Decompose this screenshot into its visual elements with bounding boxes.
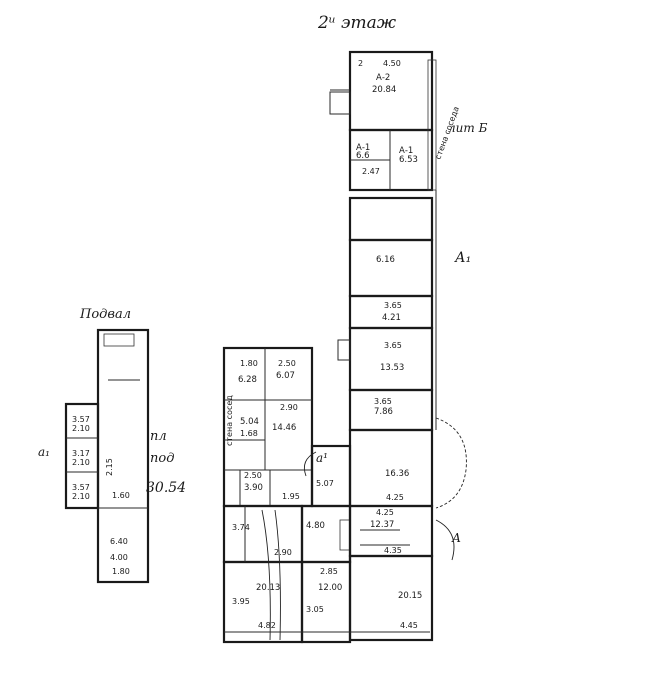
svg-text:6.28: 6.28 (238, 375, 257, 385)
svg-text:2.90: 2.90 (274, 548, 292, 557)
left-block (222, 346, 430, 644)
svg-text:3.17: 3.17 (72, 449, 90, 458)
svg-text:14.46: 14.46 (272, 423, 296, 433)
svg-text:6.16: 6.16 (376, 255, 395, 265)
svg-text:3.05: 3.05 (306, 605, 324, 614)
svg-text:4.82: 4.82 (258, 621, 276, 630)
label-a-lower: А (451, 531, 461, 545)
svg-text:2.15: 2.15 (105, 458, 114, 476)
svg-text:20.13: 20.13 (256, 583, 280, 593)
floor-title: 2ᵘ этаж (317, 13, 397, 33)
svg-text:2.85: 2.85 (320, 567, 338, 576)
annotation-line-3: 30.54 (146, 480, 186, 496)
svg-text:2.10: 2.10 (72, 424, 90, 433)
svg-text:А-1: А-1 (399, 146, 413, 156)
wall-note-left: стена сосед (225, 395, 234, 446)
basement-label: Подвал (79, 307, 131, 322)
svg-text:4.45: 4.45 (400, 621, 418, 630)
svg-text:12.00: 12.00 (318, 583, 342, 593)
svg-text:4.00: 4.00 (110, 553, 128, 562)
label-a1-mid: а¹ (316, 451, 328, 465)
svg-text:5.04: 5.04 (240, 417, 259, 427)
svg-text:1.80: 1.80 (112, 567, 130, 576)
svg-text:4.25: 4.25 (376, 508, 394, 517)
svg-text:6.40: 6.40 (110, 537, 128, 546)
svg-text:12.37: 12.37 (370, 520, 394, 530)
svg-text:3.90: 3.90 (244, 483, 263, 493)
svg-text:3.95: 3.95 (232, 597, 250, 606)
svg-text:4.35: 4.35 (384, 546, 402, 555)
svg-text:16.36: 16.36 (385, 469, 409, 479)
svg-text:А-1: А-1 (356, 143, 370, 153)
svg-text:7.86: 7.86 (374, 407, 393, 417)
svg-text:3.65: 3.65 (384, 301, 402, 310)
svg-text:А-2: А-2 (376, 73, 390, 83)
svg-text:20.84: 20.84 (372, 85, 396, 95)
svg-text:3.65: 3.65 (384, 341, 402, 350)
svg-text:3.57: 3.57 (72, 415, 90, 424)
svg-text:4.80: 4.80 (306, 521, 325, 531)
svg-text:6.07: 6.07 (276, 371, 295, 381)
svg-text:2.47: 2.47 (362, 167, 380, 176)
basement-plan (64, 328, 150, 584)
svg-text:4.21: 4.21 (382, 313, 401, 323)
label-a1-left: а₁ (38, 445, 50, 459)
svg-text:1.68: 1.68 (240, 429, 258, 438)
svg-text:2.10: 2.10 (72, 492, 90, 501)
annotation-line-1: пл (150, 429, 167, 444)
svg-text:2.90: 2.90 (280, 403, 298, 412)
svg-text:1.80: 1.80 (240, 359, 258, 368)
svg-text:2: 2 (358, 59, 363, 68)
svg-text:2.10: 2.10 (72, 458, 90, 467)
upper-block (329, 50, 437, 432)
svg-text:5.07: 5.07 (316, 479, 334, 488)
svg-text:13.53: 13.53 (380, 363, 404, 373)
svg-text:20.15: 20.15 (398, 591, 422, 601)
svg-text:3.74: 3.74 (232, 523, 250, 532)
svg-text:3.65: 3.65 (374, 397, 392, 406)
svg-text:6.53: 6.53 (399, 155, 418, 165)
label-a1-right: А₁ (454, 250, 471, 266)
annotation-line-2: под (150, 451, 174, 466)
lit-label: лит Б (448, 121, 488, 135)
svg-text:1.95: 1.95 (282, 492, 300, 501)
svg-text:2.50: 2.50 (278, 359, 296, 368)
svg-text:4.25: 4.25 (386, 493, 404, 502)
svg-text:3.57: 3.57 (72, 483, 90, 492)
svg-text:6.6: 6.6 (356, 151, 370, 161)
middle-right-block (339, 428, 434, 642)
svg-text:1.60: 1.60 (112, 491, 130, 500)
svg-text:4.50: 4.50 (383, 59, 401, 68)
svg-text:2.50: 2.50 (244, 471, 262, 480)
